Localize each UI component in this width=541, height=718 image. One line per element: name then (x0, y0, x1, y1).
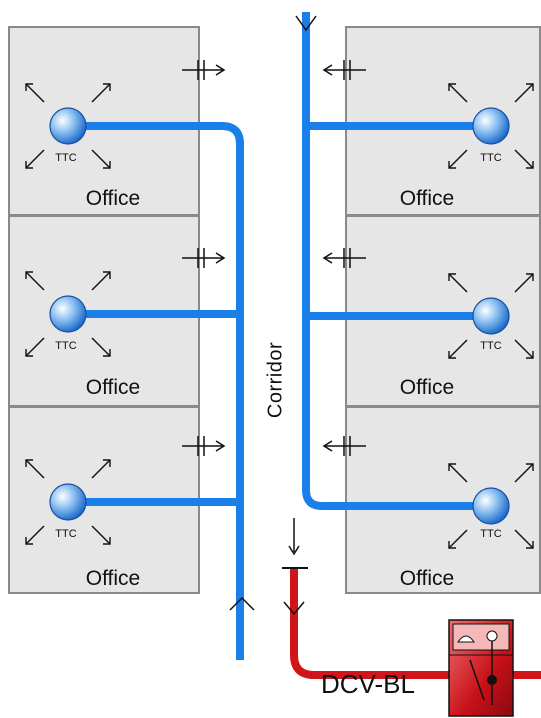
ttc-diffuser-icon (25, 271, 111, 357)
office-label: Office (85, 567, 141, 590)
main-duct (290, 568, 541, 679)
ttc-diffuser-icon (448, 463, 534, 549)
right-supply-duct (302, 12, 490, 510)
transfer-arrow-right-icon (182, 436, 226, 456)
ttc-label: TTC (55, 528, 77, 540)
transfer-arrow-left-icon (322, 248, 366, 268)
office-label: Office (399, 567, 455, 590)
ttc-diffuser-icon (448, 273, 534, 359)
transfer-arrow-right-icon (182, 60, 226, 80)
dcv-bl-unit-icon (448, 619, 514, 717)
ttc-diffuser-icon (25, 459, 111, 545)
office-room-left-1 (8, 26, 200, 216)
transfer-arrow-left-icon (322, 60, 366, 80)
transfer-arrow-right-icon (182, 248, 226, 268)
corridor-label: Corridor (264, 341, 287, 419)
chevron-down-icon (283, 601, 305, 616)
ttc-diffuser-icon (448, 83, 534, 169)
left-supply-duct (80, 122, 244, 660)
ttc-label: TTC (480, 340, 502, 352)
ttc-diffuser-icon (25, 83, 111, 169)
transfer-arrow-left-icon (322, 436, 366, 456)
flow-arrows (229, 15, 317, 616)
office-label: Office (399, 187, 455, 210)
ttc-label: TTC (480, 152, 502, 164)
arrow-down-icon (288, 545, 300, 556)
chevron-down-icon (295, 15, 317, 32)
ttc-label: TTC (55, 340, 77, 352)
office-label: Office (85, 187, 141, 210)
dcv-bl-label: DCV-BL (321, 669, 415, 699)
office-label: Office (85, 376, 141, 399)
chevron-up-icon (229, 596, 255, 611)
transfer-air-symbols (182, 60, 366, 456)
ttc-diffusers (25, 83, 534, 549)
ttc-label: TTC (55, 152, 77, 164)
office-label: Office (399, 376, 455, 399)
ttc-label: TTC (480, 528, 502, 540)
